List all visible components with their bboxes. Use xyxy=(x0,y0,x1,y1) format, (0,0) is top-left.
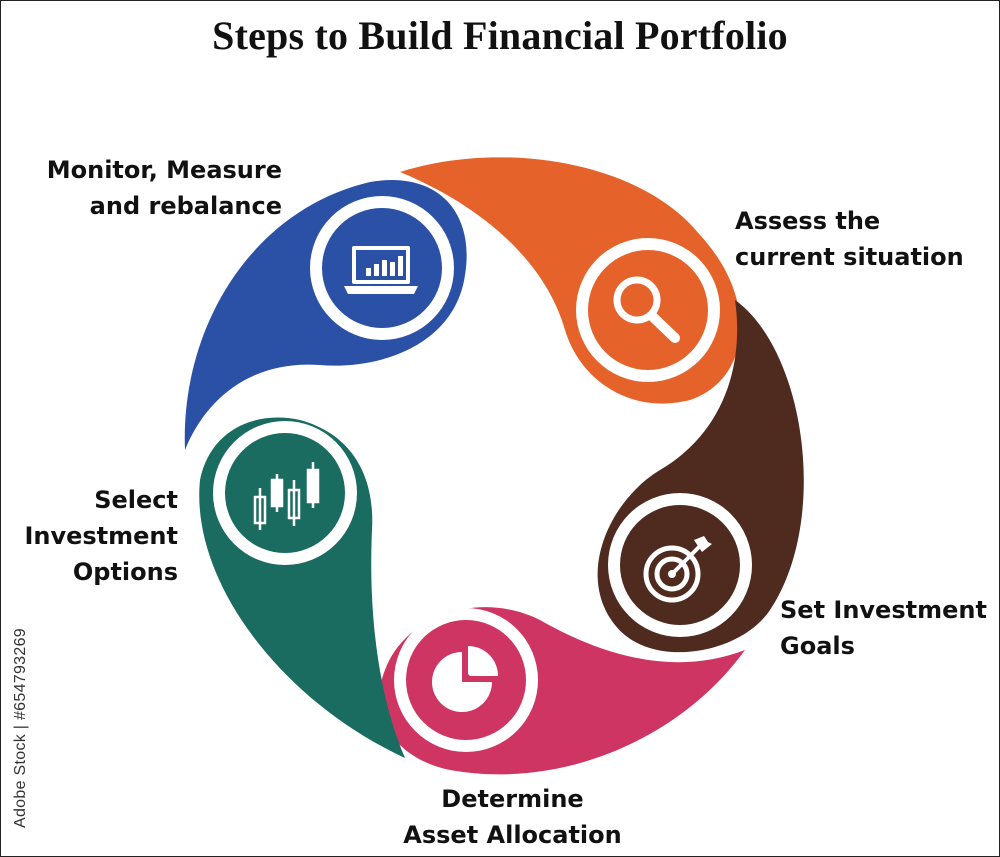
step-label-goals: Set Investment Goals xyxy=(780,596,987,660)
pie-chart-icon xyxy=(432,646,498,712)
stock-id-watermark: Adobe Stock | #654793269 xyxy=(12,628,29,828)
circle-select xyxy=(213,421,357,565)
page-title: Steps to Build Financial Portfolio xyxy=(212,13,788,58)
step-label-select: Select Investment Options xyxy=(24,486,178,586)
magnifier-icon xyxy=(613,276,680,343)
step-label-assess: Assess the current situation xyxy=(735,207,964,271)
laptop-chart-icon xyxy=(344,246,418,294)
circle-assess xyxy=(576,238,720,382)
target-icon xyxy=(643,536,712,603)
step-label-monitor: Monitor, Measure and rebalance xyxy=(46,156,282,220)
step-label-asset: Determine Asset Allocation xyxy=(403,785,622,849)
candlestick-chart-icon xyxy=(253,462,320,530)
